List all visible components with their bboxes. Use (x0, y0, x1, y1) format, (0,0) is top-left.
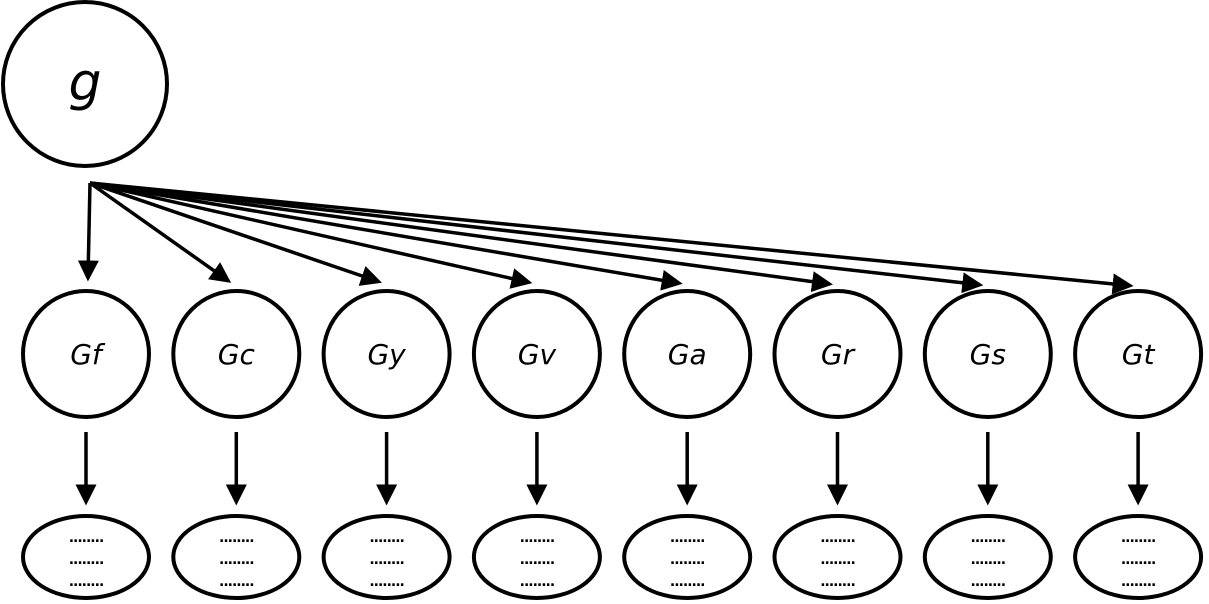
child-node-label: Gc (218, 338, 256, 371)
leaf-dots-line: ........ (820, 552, 855, 568)
child-node-label: Gf (70, 338, 106, 371)
leaf-dots-line: ........ (1121, 574, 1156, 590)
leaf-ellipse (772, 514, 903, 600)
leaf-ellipse (21, 514, 151, 600)
leaf-node-gy: ........................ (321, 514, 452, 600)
edge-root-to-ga (89, 181, 683, 291)
leaf-dots-line: ........ (820, 530, 855, 546)
leaf-dots-line: ........ (670, 552, 705, 568)
edge-root-to-gf (77, 182, 99, 282)
leaf-ellipse (622, 514, 753, 600)
leaf-dots-line: ........ (369, 530, 404, 546)
child-node-label: Gs (970, 338, 1006, 371)
child-node-circle (171, 289, 302, 419)
leaf-dots-line: ........ (369, 574, 404, 590)
child-node-gt: Gt (1073, 289, 1204, 419)
leaf-dots-line: ........ (670, 530, 705, 546)
child-node-label: Gv (518, 338, 557, 371)
leaf-node-ga: ........................ (622, 514, 753, 600)
leaf-node-gt: ........................ (1073, 514, 1204, 600)
child-node-gv: Gv (471, 289, 602, 419)
child-node-ga: Ga (622, 289, 753, 419)
leaf-dots-line: ........ (219, 552, 254, 568)
child-node-gr: Gr (772, 289, 903, 419)
leaf-node-gs: ........................ (922, 514, 1053, 600)
leaf-dots-line: ........ (670, 574, 705, 590)
child-node-gs: Gs (922, 289, 1053, 419)
leaf-dots-line: ........ (520, 552, 555, 568)
child-node-gc: Gc (171, 289, 302, 419)
child-node-label: Ga (668, 338, 707, 371)
leaf-dots-line: ........ (971, 552, 1006, 568)
leaf-ellipse (171, 514, 302, 600)
root-node-label: g (68, 53, 101, 113)
leaf-ellipse (1073, 514, 1204, 600)
child-node-circle (1073, 289, 1204, 419)
child-node-label: Gt (1122, 338, 1156, 371)
child-node-circle (21, 289, 151, 419)
leaf-dots-line: ........ (520, 574, 555, 590)
edge-root-to-gs (89, 181, 984, 294)
root-node: g (1, 0, 169, 168)
leaf-dots-line: ........ (1121, 552, 1156, 568)
child-node-gy: Gy (321, 289, 452, 419)
edges-layer (75, 181, 1149, 506)
leaf-dots-line: ........ (971, 574, 1006, 590)
leaf-ellipse (922, 514, 1053, 600)
leaf-dots-line: ........ (971, 530, 1006, 546)
leaf-dots-line: ........ (69, 552, 104, 568)
child-node-circle (772, 289, 903, 419)
child-node-circle (922, 289, 1053, 419)
edge-root-to-gr (89, 181, 833, 293)
leaf-dots-line: ........ (1121, 530, 1156, 546)
leaf-node-gr: ........................ (772, 514, 903, 600)
leaf-dots-line: ........ (219, 530, 254, 546)
leaf-dots-line: ........ (69, 574, 104, 590)
edge-root-to-gv (89, 181, 533, 289)
child-node-label: Gr (821, 338, 856, 371)
leaf-ellipse (471, 514, 602, 600)
leaf-node-gf: ........................ (21, 514, 151, 600)
edge-root-to-gc (88, 181, 232, 283)
child-node-circle (471, 289, 602, 419)
child-node-circle (321, 289, 452, 419)
leaf-dots-line: ........ (820, 574, 855, 590)
edge-root-to-gy (89, 181, 382, 286)
leaf-node-gc: ........................ (171, 514, 302, 600)
leaf-dots-line: ........ (69, 530, 104, 546)
leaf-dots-line: ........ (520, 530, 555, 546)
child-node-label: Gy (367, 338, 406, 371)
leaf-ellipse (321, 514, 452, 600)
child-node-gf: Gf (21, 289, 151, 419)
root-node-circle (1, 0, 169, 168)
edge-root-to-gt (89, 181, 1134, 295)
child-node-circle (622, 289, 753, 419)
leaf-node-gv: ........................ (471, 514, 602, 600)
leaf-dots-line: ........ (219, 574, 254, 590)
leaf-dots-line: ........ (369, 552, 404, 568)
